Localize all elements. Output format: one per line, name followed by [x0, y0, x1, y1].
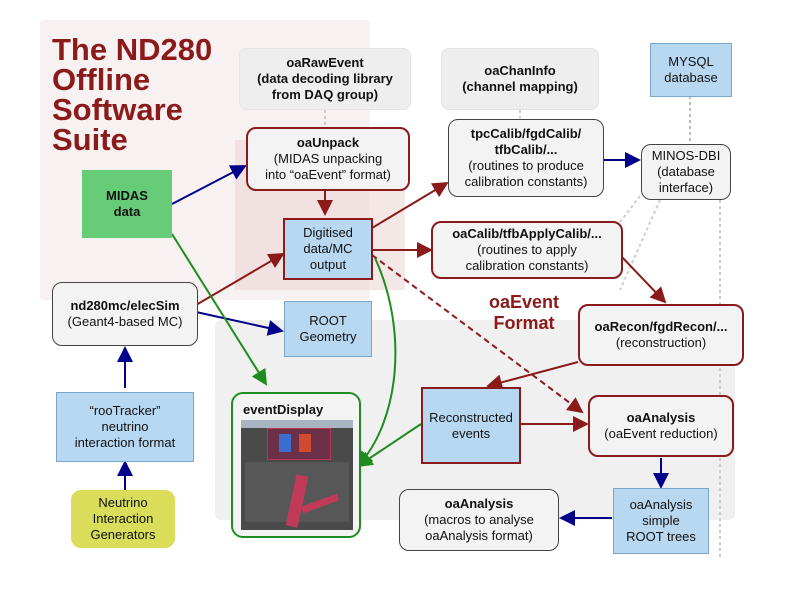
calib-routines-box[interactable]: tpcCalib/fgdCalib/ tfbCalib/... (routine…: [448, 119, 604, 197]
arrow-midas-to-unpack: [171, 165, 247, 205]
root-trees-box[interactable]: oaAnalysis simple ROOT trees: [613, 488, 709, 554]
arrow-recon-to-reconevents: [486, 361, 579, 391]
eventdisplay-screenshot: [241, 420, 353, 530]
oaunpack-box[interactable]: oaUnpack (MIDAS unpacking into “oaEvent”…: [246, 127, 410, 191]
eventdisplay-title: eventDisplay: [243, 402, 324, 417]
oaanalysis-macros-box[interactable]: oaAnalysis (macros to analyse oaAnalysis…: [399, 489, 559, 551]
midas-data-box[interactable]: MIDAS data: [82, 170, 172, 238]
dotted-link-minos-recon: [619, 199, 661, 291]
arrow-mc-to-digitised: [195, 252, 285, 306]
arrow-mc-to-rootgeom: [195, 311, 284, 336]
arrow-digitised-to-eventdisplay: [356, 257, 397, 468]
oarawevent-box[interactable]: oaRawEvent (data decoding library from D…: [239, 48, 411, 110]
mysql-database-box[interactable]: MYSQL database: [650, 43, 732, 97]
root-geometry-box[interactable]: ROOT Geometry: [284, 301, 372, 357]
reconstructed-events-box[interactable]: Reconstructed events: [421, 387, 521, 464]
eventdisplay-box[interactable]: eventDisplay: [231, 392, 361, 538]
minos-dbi-box[interactable]: MINOS-DBI (database interface): [641, 144, 731, 200]
arrow-digitised-to-analysis-dashed: [371, 254, 584, 414]
oarecon-box[interactable]: oaRecon/fgdRecon/... (reconstruction): [578, 304, 744, 366]
arrow-reconevents-to-eventdisplay: [356, 423, 422, 468]
arrow-midas-to-eventdisplay: [171, 233, 268, 386]
arrow-apply-to-recon: [619, 254, 667, 304]
oaanalysis-box[interactable]: oaAnalysis (oaEvent reduction): [588, 395, 734, 457]
nd280mc-box[interactable]: nd280mc/elecSim (Geant4-based MC): [52, 282, 198, 346]
dotted-link-minos-apply: [619, 195, 641, 223]
oachaninfo-box[interactable]: oaChanInfo (channel mapping): [441, 48, 599, 110]
digitised-output-box[interactable]: Digitised data/MC output: [283, 218, 373, 280]
oaevent-format-label: oaEvent Format: [488, 292, 560, 333]
arrow-digitised-to-calib: [371, 181, 449, 229]
apply-calib-box[interactable]: oaCalib/tfbApplyCalib/... (routines to a…: [431, 221, 623, 279]
rootracker-format-box[interactable]: “rooTracker” neutrino interaction format: [56, 392, 194, 462]
page-title: The ND280 Offline Software Suite: [52, 32, 213, 157]
neutrino-generators-box[interactable]: Neutrino Interaction Generators: [71, 490, 175, 548]
